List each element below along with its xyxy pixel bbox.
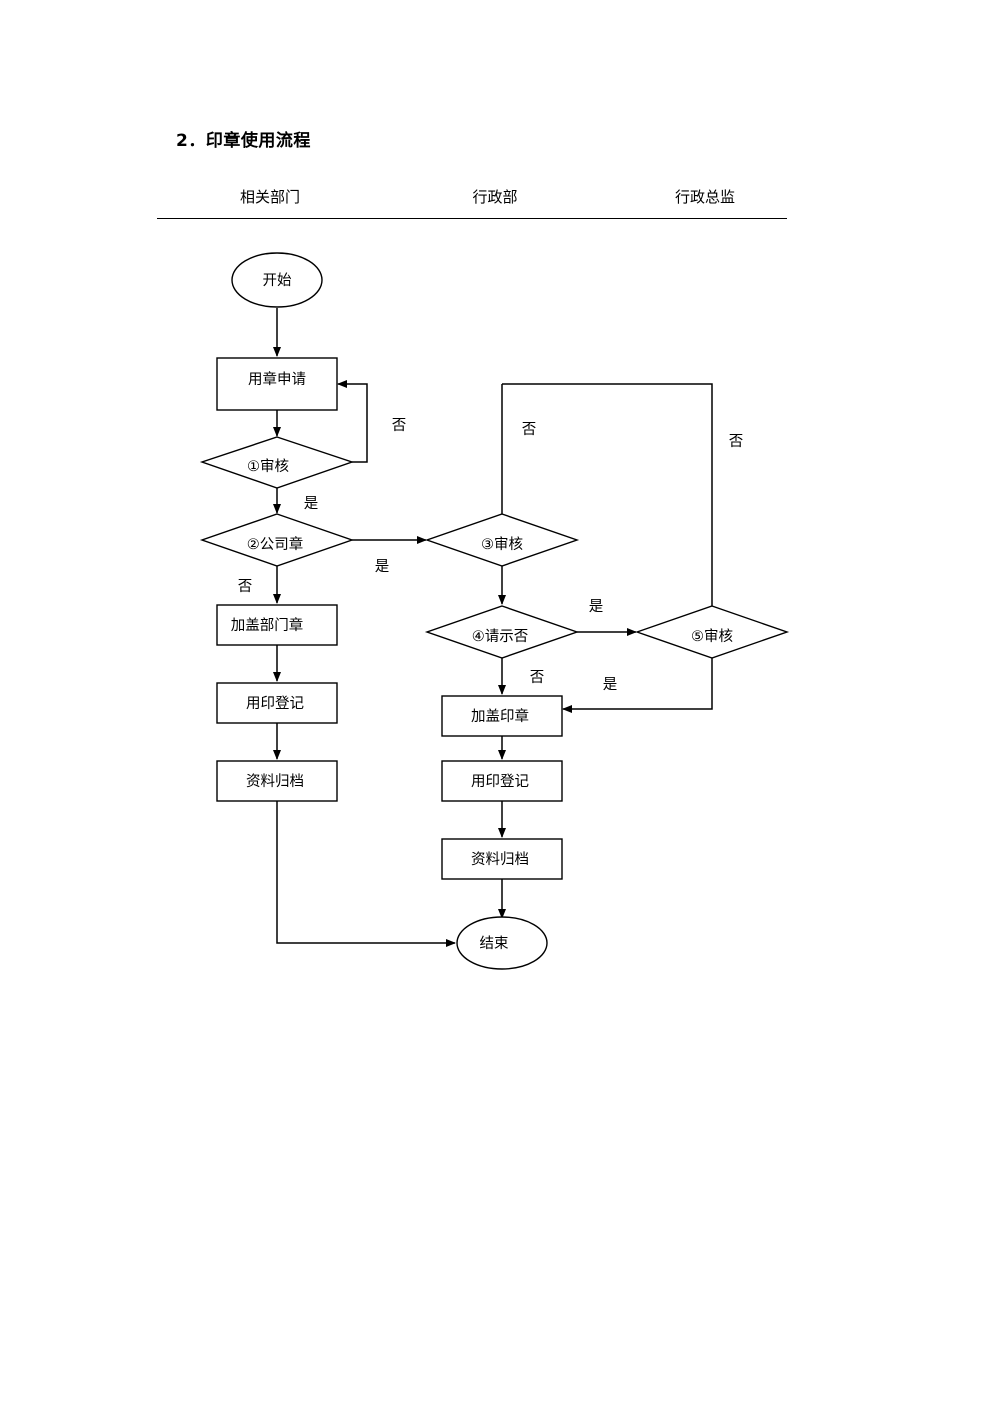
node-stamp-label: 加盖印章 [471, 707, 529, 725]
node-ask: ④请示否 [424, 605, 580, 659]
node-review5-label: ⑤审核 [691, 628, 733, 645]
edge-dept-archive-to-end [276, 801, 456, 947]
edge-review5-approve-to-stamp [562, 658, 713, 713]
node-stamp: 加盖印章 [441, 695, 563, 737]
node-admin-archive: 资料归档 [441, 838, 563, 880]
node-dept-archive: 资料归档 [216, 760, 338, 802]
node-end: 结束 [456, 916, 548, 970]
node-review3: ③审核 [424, 513, 580, 567]
node-dept-archive-label: 资料归档 [246, 773, 304, 790]
lane-header-related-departments: 相关部门 [239, 188, 301, 206]
edge-review1-reject-to-apply [337, 380, 368, 463]
node-end-label: 结束 [480, 935, 509, 952]
node-admin-register-label: 用印登记 [471, 773, 529, 790]
node-ask-label: ④请示否 [472, 628, 529, 645]
lane-header-admin-department: 行政部 [472, 188, 518, 206]
node-dept-seal: 加盖部门章 [216, 604, 338, 646]
edge-label-ask-yes: 是 [589, 599, 604, 615]
node-start-label: 开始 [263, 272, 292, 289]
lane-header-divider [157, 218, 787, 219]
node-apply: 用章申请 [216, 357, 338, 411]
node-company-seal: ②公司章 [199, 513, 355, 567]
node-review1: ①审核 [199, 436, 355, 489]
edge-label-review5-no: 否 [729, 434, 744, 450]
node-apply-label: 用章申请 [248, 370, 306, 388]
node-dept-register: 用印登记 [216, 682, 338, 724]
edge-label-company-seal-no: 否 [238, 579, 253, 595]
edge-label-review3-no: 否 [522, 422, 537, 438]
edge-label-review1-no: 否 [392, 418, 407, 434]
node-review1-label: ①审核 [247, 458, 289, 475]
edge-review5-reject-to-apply [502, 383, 713, 606]
node-start: 开始 [231, 252, 323, 308]
edge-label-review1-yes: 是 [304, 496, 319, 512]
section-title: 2．印章使用流程 [176, 131, 311, 151]
edge-label-review5-yes: 是 [603, 677, 618, 693]
node-dept-seal-label: 加盖部门章 [231, 616, 304, 634]
node-dept-register-label: 用印登记 [246, 695, 304, 712]
edge-label-company-seal-yes: 是 [375, 559, 390, 575]
node-admin-register: 用印登记 [441, 760, 563, 802]
node-review3-label: ③审核 [481, 536, 523, 553]
edge-label-ask-no: 否 [530, 670, 545, 686]
lane-header-admin-director: 行政总监 [674, 188, 736, 206]
node-company-seal-label: ②公司章 [247, 535, 304, 553]
node-admin-archive-label: 资料归档 [471, 851, 529, 868]
node-review5: ⑤审核 [634, 605, 790, 659]
